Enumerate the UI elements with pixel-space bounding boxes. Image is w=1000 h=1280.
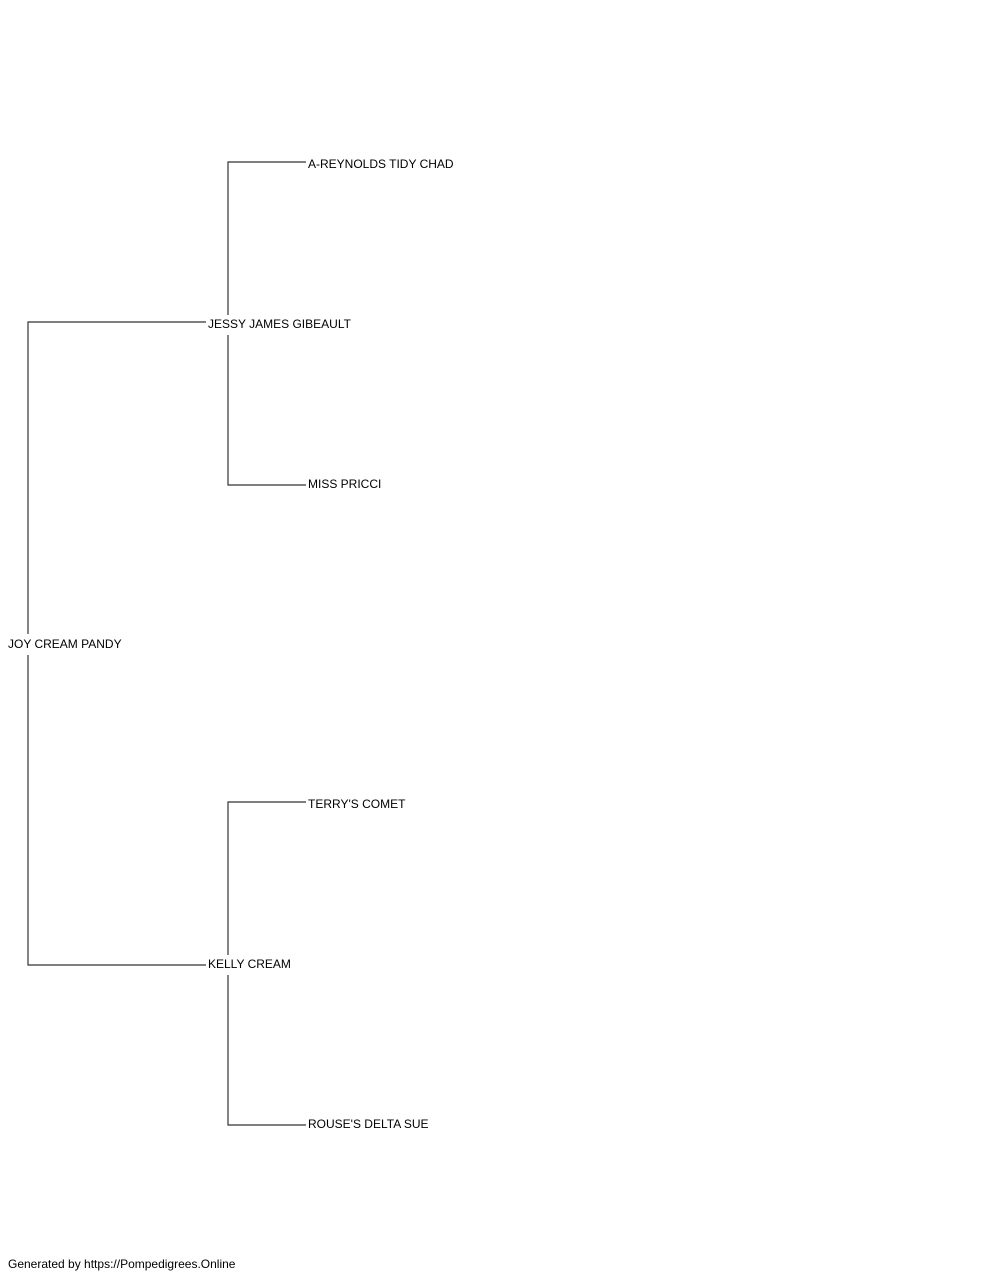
pedigree-node-dam: KELLY CREAM: [208, 957, 291, 971]
pedigree-node-subject: JOY CREAM PANDY: [8, 637, 122, 651]
pedigree-node-dam-sire: TERRY'S COMET: [308, 797, 406, 811]
connector-subject-dam: [27, 655, 206, 966]
pedigree-node-sire-dam: MISS PRICCI: [308, 477, 382, 491]
pedigree-node-dam-dam: ROUSE'S DELTA SUE: [308, 1117, 429, 1131]
connector-sire-sire: [227, 161, 306, 315]
generated-by-footer: Generated by https://Pompedigrees.Online: [8, 1257, 236, 1271]
connector-dam-dam: [227, 975, 306, 1126]
connector-sire-dam: [227, 335, 306, 486]
pedigree-node-sire-sire: A-REYNOLDS TIDY CHAD: [308, 157, 454, 171]
connector-dam-sire: [227, 801, 306, 955]
pedigree-node-sire: JESSY JAMES GIBEAULT: [208, 317, 351, 331]
connector-subject-sire: [27, 321, 206, 634]
